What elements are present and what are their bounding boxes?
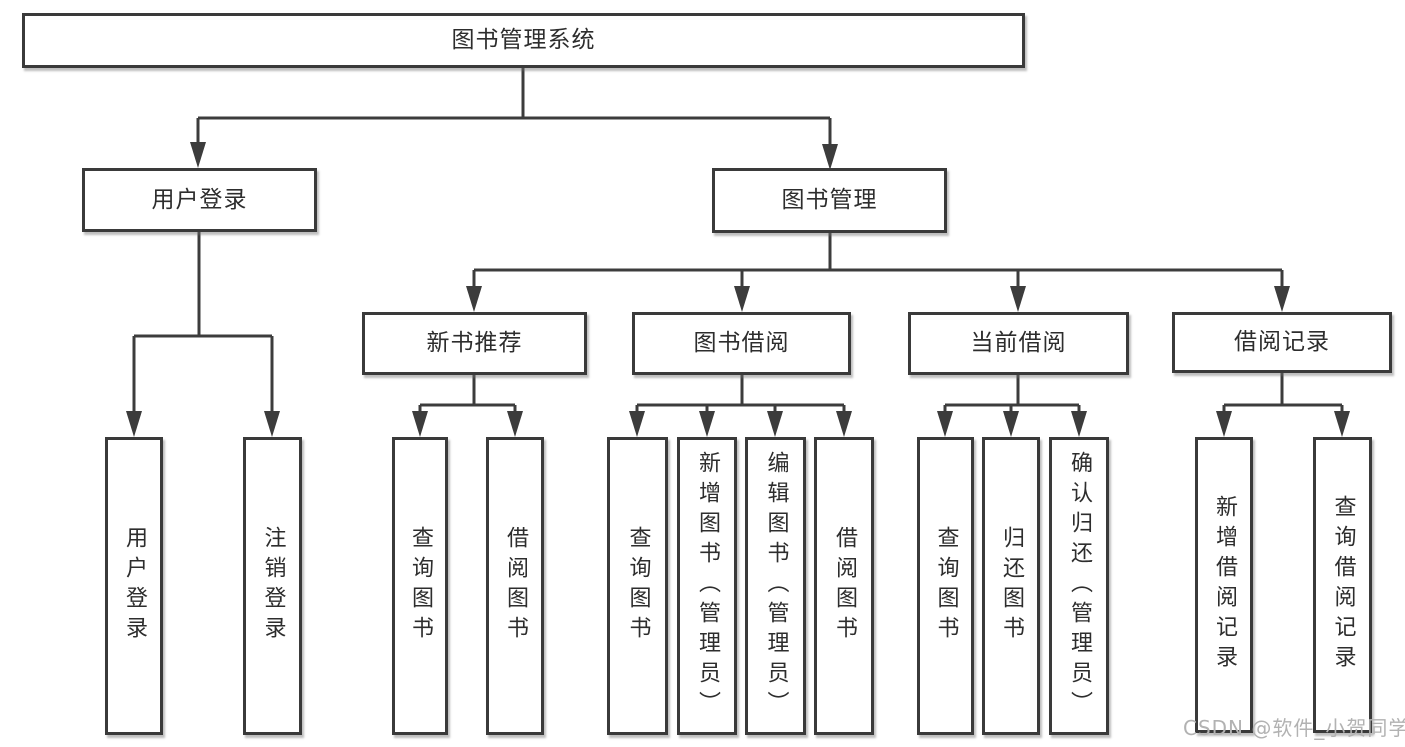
wire-root: [196, 68, 832, 148]
leaf-borrow-books-borrow-label: 借阅图书: [832, 526, 857, 646]
leaf-query-books-borrow-label: 查询图书: [625, 526, 651, 646]
leaf-edit-book-admin: 编辑图书（管理员）: [745, 437, 806, 735]
node-book-borrow: 图书借阅: [632, 312, 851, 375]
wire-current-borrow: [943, 375, 1081, 414]
leaf-query-books-current-label: 查询图书: [933, 526, 959, 646]
arrowheads: [126, 142, 1350, 437]
leaf-logout-label: 注销登录: [260, 526, 286, 646]
leaf-borrow-books-borrow: 借阅图书: [814, 437, 874, 735]
wire-book-management: [472, 233, 1284, 290]
leaf-add-borrow-record: 新增借阅记录: [1195, 437, 1253, 733]
node-root-label: 图书管理系统: [451, 27, 596, 53]
leaf-query-borrow-record: 查询借阅记录: [1313, 437, 1372, 733]
leaf-confirm-return-admin-label: 确认归还（管理员）: [1067, 451, 1092, 721]
leaf-borrow-books-recommend-label: 借阅图书: [503, 526, 528, 646]
leaf-return-books: 归还图书: [982, 437, 1040, 735]
leaf-user-login-label: 用户登录: [122, 526, 147, 646]
leaf-add-borrow-record-label: 新增借阅记录: [1212, 495, 1237, 675]
node-book-borrow-label: 图书借阅: [693, 330, 790, 356]
node-user-login-label: 用户登录: [151, 186, 248, 213]
node-book-management: 图书管理: [712, 168, 947, 233]
leaf-add-book-admin: 新增图书（管理员）: [677, 437, 737, 735]
node-root: 图书管理系统: [22, 13, 1025, 68]
leaf-borrow-books-recommend: 借阅图书: [486, 437, 544, 735]
leaf-add-book-admin-label: 新增图书（管理员）: [695, 451, 720, 721]
node-user-login: 用户登录: [82, 168, 317, 232]
node-current-borrow: 当前借阅: [908, 312, 1129, 375]
wire-new-book: [418, 375, 517, 414]
leaf-query-books-recommend-label: 查询图书: [408, 526, 433, 646]
leaf-query-books-recommend: 查询图书: [392, 437, 448, 735]
leaf-edit-book-admin-label: 编辑图书（管理员）: [763, 451, 789, 721]
leaf-user-login: 用户登录: [105, 437, 163, 735]
node-current-borrow-label: 当前借阅: [970, 330, 1067, 356]
node-new-book-recommend: 新书推荐: [362, 312, 587, 375]
leaf-confirm-return-admin: 确认归还（管理员）: [1049, 437, 1109, 735]
leaf-query-books-borrow: 查询图书: [607, 437, 668, 735]
node-new-book-recommend-label: 新书推荐: [426, 330, 523, 356]
node-borrow-records-label: 借阅记录: [1234, 329, 1330, 355]
leaf-logout: 注销登录: [243, 437, 302, 735]
node-book-management-label: 图书管理: [781, 187, 878, 213]
csdn-watermark: CSDN @软件_小贺同学: [1183, 716, 1405, 740]
node-borrow-records: 借阅记录: [1172, 312, 1392, 373]
wire-book-borrow: [635, 375, 846, 414]
leaf-query-books-current: 查询图书: [917, 437, 974, 735]
leaf-query-borrow-record-label: 查询借阅记录: [1330, 495, 1356, 675]
leaf-return-books-label: 归还图书: [999, 526, 1024, 646]
wire-user-login: [132, 232, 274, 414]
wire-borrow-record: [1222, 373, 1344, 414]
